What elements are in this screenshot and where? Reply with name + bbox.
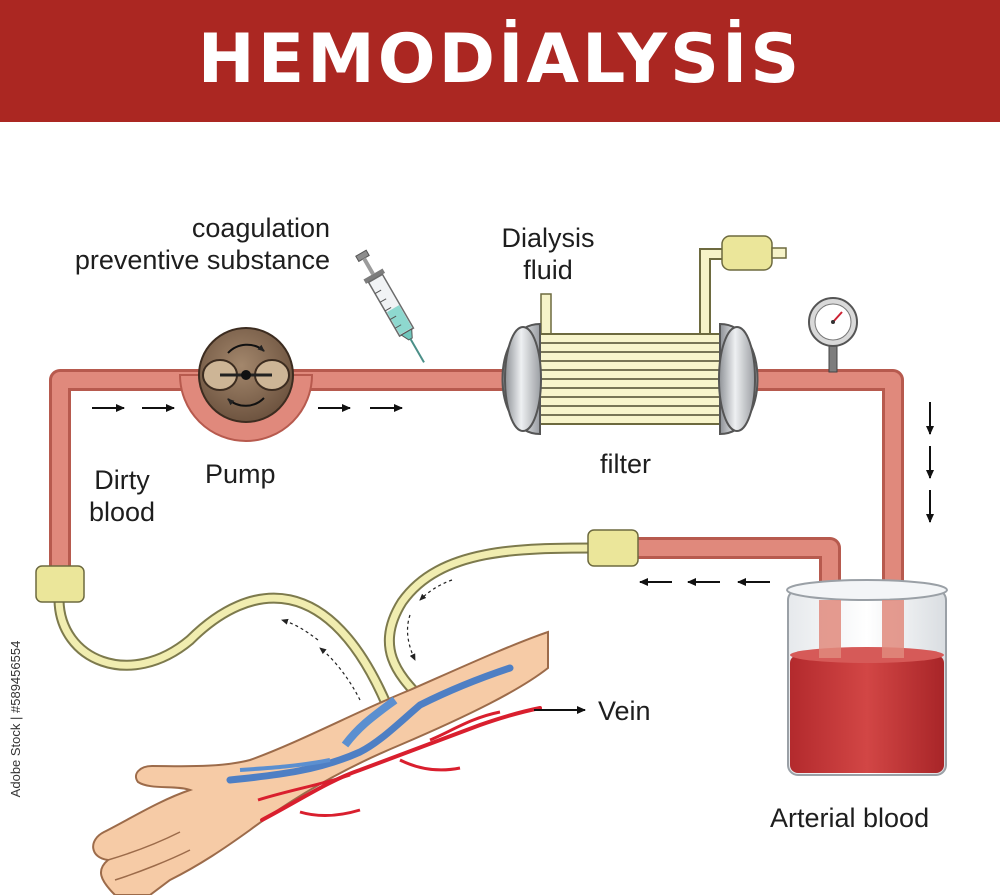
dirty-blood-label: Dirty blood: [88, 465, 156, 527]
vein-label: Vein: [598, 696, 651, 726]
page-title: HEMODİALYSİS: [197, 20, 803, 99]
title-banner: HEMODİALYSİS: [0, 0, 1000, 122]
blood-pump: [178, 327, 314, 442]
vein: [226, 664, 514, 784]
flow-arrows: [92, 402, 934, 714]
pressure-gauge-icon: [808, 297, 858, 373]
blood-beaker: [786, 579, 948, 776]
dialysis-fluid-port: [540, 235, 787, 335]
stock-credit: Adobe Stock | #589456554: [8, 640, 23, 798]
dialyzer-filter: [501, 322, 759, 436]
dialysis-fluid-label: Dialysis fluid: [501, 223, 595, 285]
arterial-blood-label: Arterial blood: [770, 803, 930, 833]
left-connector: [35, 565, 85, 603]
filter-label: filter: [600, 449, 652, 479]
artery: [260, 706, 542, 822]
patient-arm: [92, 630, 549, 895]
pump-label: Pump: [205, 459, 276, 489]
return-connector: [587, 529, 639, 567]
coagulation-label: coagulation preventive substance: [74, 213, 330, 275]
syringe-icon: [355, 249, 425, 363]
